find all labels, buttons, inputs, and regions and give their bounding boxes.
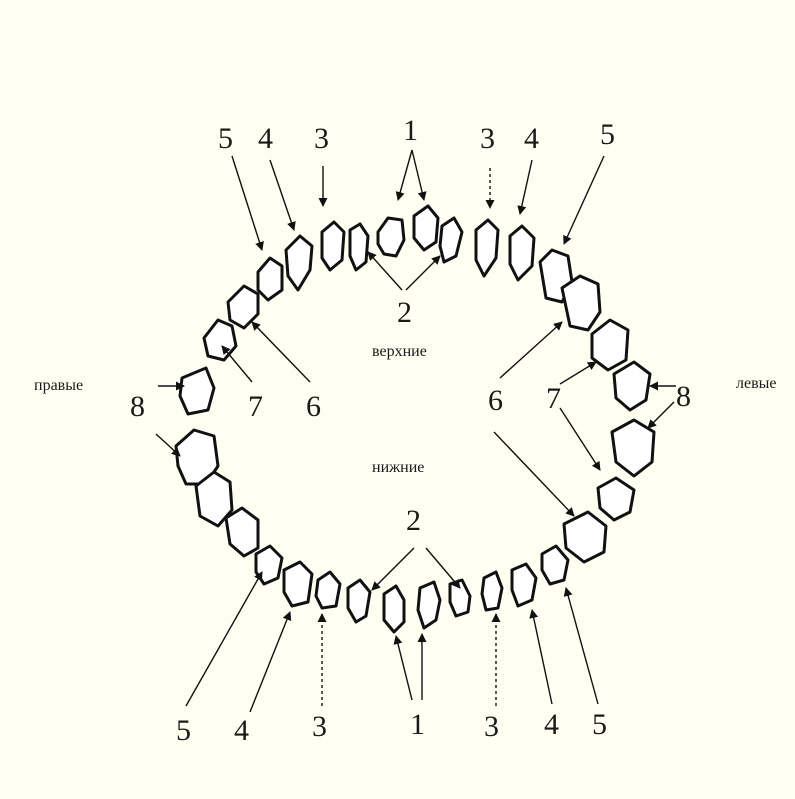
arrow-upper-left-5 [564, 156, 604, 244]
upper-teeth [180, 206, 650, 414]
tooth-lower-left-3 [482, 572, 502, 610]
label-upper-right-5: 5 [218, 122, 233, 155]
tooth-lower-right-1 [384, 586, 404, 632]
arrow-lower-2a [372, 548, 414, 590]
tooth-upper-right-1 [378, 218, 404, 256]
label-upper-jaw: верхние [372, 343, 427, 360]
tooth-upper-right-8 [180, 368, 214, 414]
tooth-upper-left-8 [614, 362, 650, 410]
arrow-lower-left-6 [494, 432, 574, 516]
tooth-lower-left-7 [598, 478, 634, 520]
tooth-upper-right-2 [350, 224, 368, 270]
tooth-upper-left-7 [592, 320, 628, 370]
label-lower-right-5: 5 [176, 714, 191, 747]
tooth-upper-right-5 [258, 258, 282, 300]
tooth-lower-left-6 [564, 512, 606, 562]
tooth-numbers: 5 4 3 1 3 4 5 2 8 7 6 6 7 8 2 5 4 3 1 3 … [130, 114, 691, 747]
tooth-upper-left-3 [476, 220, 498, 276]
tooth-lower-right-3 [316, 572, 340, 608]
tooth-lower-left-5 [542, 546, 568, 584]
label-lower-jaw: нижние [372, 459, 424, 476]
label-lower-right-4: 4 [234, 714, 249, 747]
arrow-upper-left-6 [500, 322, 562, 378]
label-left-6: 6 [488, 384, 503, 417]
tooth-lower-right-4 [284, 562, 312, 606]
tooth-lower-right-2 [348, 580, 370, 622]
label-right-7: 7 [248, 390, 263, 423]
tooth-lower-left-2 [450, 580, 470, 616]
tooth-upper-right-7 [204, 320, 236, 360]
label-right-8: 8 [130, 390, 145, 423]
label-left-8: 8 [676, 380, 691, 413]
arrow-lower-left-4 [532, 610, 552, 704]
tooth-upper-left-6 [562, 276, 600, 330]
tooth-upper-right-4 [286, 236, 312, 290]
label-upper-left-5: 5 [600, 118, 615, 151]
tooth-upper-left-4 [510, 226, 534, 280]
label-lower-left-3: 3 [484, 710, 499, 743]
arrow-lower-right-5 [186, 572, 262, 706]
label-right-side: правые [34, 377, 83, 394]
label-lower-1: 1 [410, 708, 425, 741]
arrow-lower-left-8 [648, 402, 674, 428]
tooth-upper-right-6 [228, 286, 258, 328]
label-upper-1: 1 [403, 114, 418, 147]
tooth-lower-left-4 [512, 564, 536, 606]
tooth-upper-right-3 [322, 222, 344, 270]
arrow-upper-2a [368, 252, 402, 290]
arrow-lower-1a [396, 636, 412, 700]
arrow-upper-1a [398, 150, 412, 200]
label-upper-right-3: 3 [314, 122, 329, 155]
arrow-upper-right-6 [252, 322, 310, 382]
label-upper-2: 2 [397, 296, 412, 329]
tooth-lower-left-8 [612, 420, 654, 476]
label-lower-left-4: 4 [544, 708, 559, 741]
label-upper-right-4: 4 [258, 122, 273, 155]
label-lower-right-3: 3 [312, 710, 327, 743]
label-upper-left-3: 3 [480, 122, 495, 155]
tooth-upper-left-1 [414, 206, 438, 250]
arrow-upper-1b [412, 150, 424, 200]
label-upper-left-4: 4 [524, 122, 539, 155]
arrow-upper-left-7 [560, 362, 596, 384]
arrow-upper-left-4 [520, 160, 532, 214]
arrow-lower-left-7 [560, 408, 600, 470]
arrow-upper-right-7 [222, 346, 252, 382]
arrow-upper-right-4 [270, 160, 294, 230]
label-left-side: левые [736, 375, 777, 392]
arrow-upper-right-5 [232, 156, 262, 250]
tooth-upper-left-2 [440, 218, 462, 262]
tooth-lower-left-1 [418, 582, 440, 628]
arrow-upper-2b [406, 256, 440, 290]
label-left-7: 7 [546, 382, 561, 415]
label-lower-left-5: 5 [592, 708, 607, 741]
tooth-lower-right-5 [256, 546, 282, 584]
arrow-lower-left-5 [566, 588, 598, 704]
arrow-lower-right-4 [250, 612, 290, 712]
tooth-lower-right-6 [226, 508, 258, 556]
label-lower-2: 2 [406, 504, 421, 537]
region-labels: верхние нижние правые левые [34, 343, 777, 476]
label-right-6: 6 [306, 390, 321, 423]
